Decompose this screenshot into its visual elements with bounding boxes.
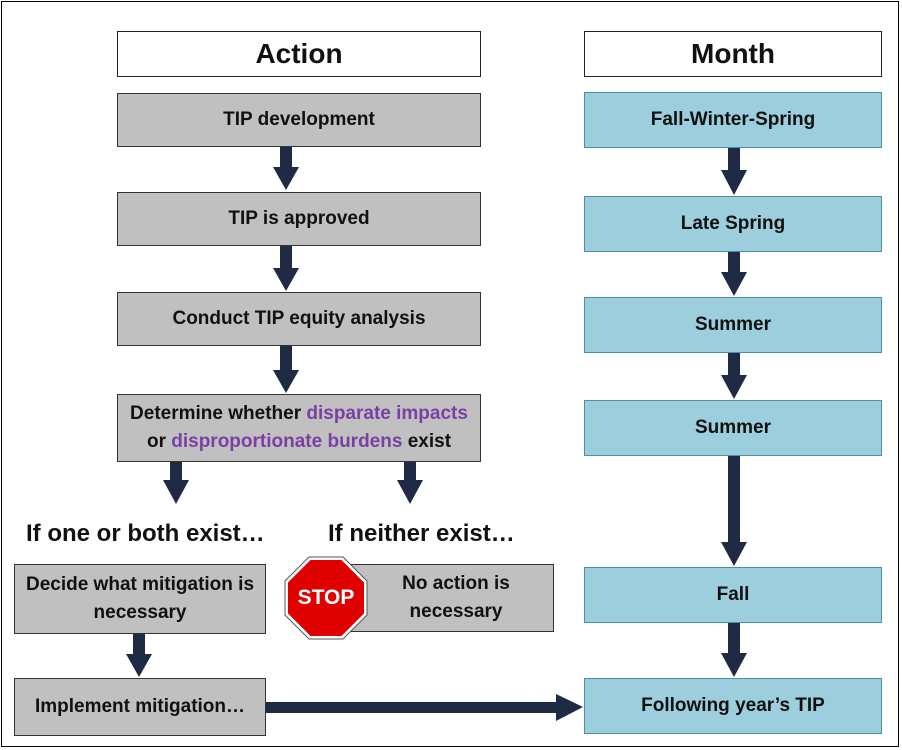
action-header: Action	[117, 31, 481, 77]
month-box-late-spring: Late Spring	[584, 196, 882, 252]
tip-development-box: TIP development	[117, 93, 481, 147]
arrow-month-5-to-6	[721, 623, 747, 677]
no-action-line-2: necessary	[409, 601, 503, 622]
branch-label-one-or-both: If one or both exist…	[26, 520, 265, 547]
month-box-fall-winter-spring: Fall-Winter-Spring	[584, 92, 882, 148]
decide-mitigation-box: Decide what mitigation is necessary	[14, 564, 266, 634]
month-box-summer-2: Summer	[584, 400, 882, 456]
tip-approved-box: TIP is approved	[117, 192, 481, 246]
arrow-month-1-to-2	[721, 148, 747, 195]
stop-sign-icon	[284, 556, 368, 640]
arrow-determine-to-neither	[397, 462, 423, 504]
arrow-analysis-to-determine	[273, 346, 299, 393]
arrow-month-3-to-4	[721, 353, 747, 399]
determine-text-3: exist	[402, 431, 452, 452]
arrow-development-to-approved	[273, 147, 299, 190]
decide-mitigation-line-2: necessary	[93, 602, 187, 623]
determine-text-2: or	[146, 431, 172, 452]
arrow-month-2-to-3	[721, 252, 747, 296]
branch-label-neither: If neither exist…	[328, 520, 515, 547]
determine-line-1: Determine whether disparate impacts	[130, 400, 468, 428]
disparate-impacts-term: disparate impacts	[306, 403, 468, 424]
equity-analysis-box: Conduct TIP equity analysis	[117, 292, 481, 346]
month-header: Month	[584, 31, 882, 77]
arrow-decide-to-implement	[126, 634, 152, 677]
month-box-summer-1: Summer	[584, 297, 882, 353]
month-box-fall: Fall	[584, 567, 882, 623]
no-action-line-1: No action is	[402, 573, 510, 594]
determine-text-1: Determine whether	[130, 403, 307, 424]
decide-mitigation-line-1: Decide what mitigation is	[25, 574, 255, 595]
implement-mitigation-box: Implement mitigation…	[14, 678, 266, 736]
determine-impacts-box: Determine whether disparate impacts or d…	[117, 394, 481, 462]
month-box-following-year-tip: Following year’s TIP	[584, 678, 882, 734]
arrow-determine-to-one-or-both	[163, 462, 189, 504]
arrow-approved-to-analysis	[273, 246, 299, 291]
arrow-month-4-to-5	[721, 456, 747, 566]
arrow-implement-to-following-year	[266, 694, 583, 721]
stop-sign-text: STOP	[297, 586, 355, 609]
determine-line-2: or disproportionate burdens exist	[147, 428, 451, 456]
disproportionate-burdens-term: disproportionate burdens	[171, 431, 403, 452]
